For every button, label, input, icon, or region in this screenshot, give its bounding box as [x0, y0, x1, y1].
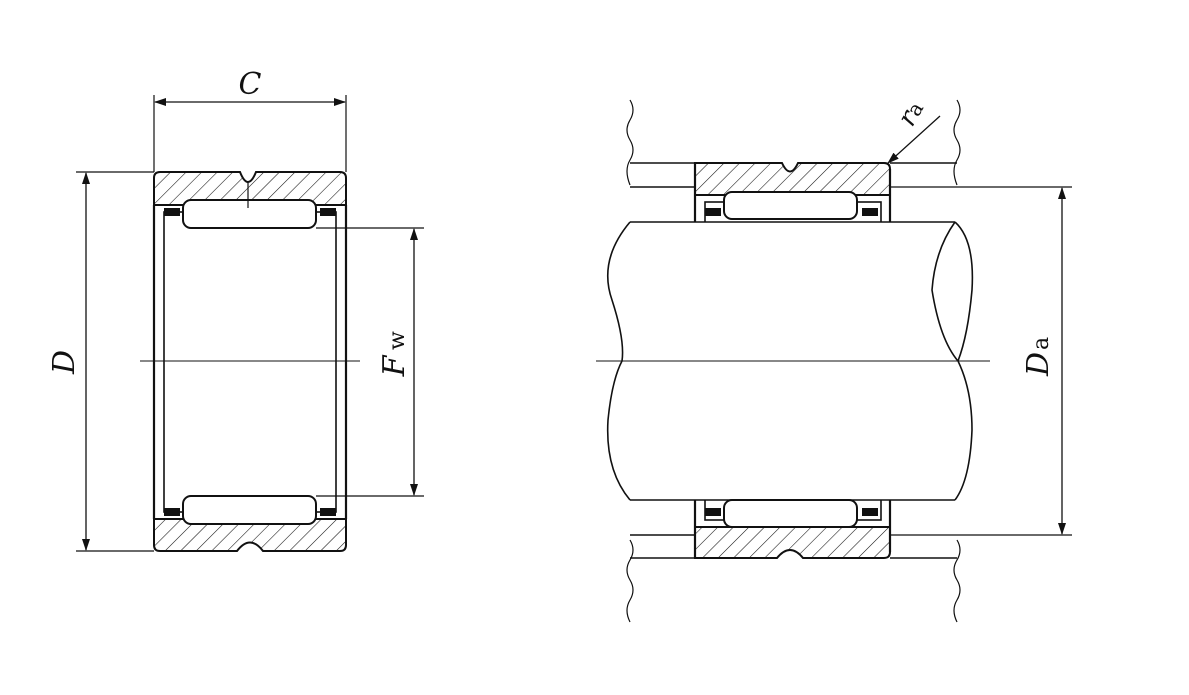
housing-break-right-bottom — [953, 539, 961, 623]
housing-break-left-bottom — [626, 539, 634, 623]
label-c: C — [239, 67, 262, 102]
bearing-section-view — [76, 95, 424, 552]
label-fw-sub: w — [385, 331, 410, 350]
housing-break-left-top — [626, 99, 634, 186]
housing-break-right-top — [953, 99, 961, 186]
mounted-ring-bottom — [694, 526, 891, 559]
label-fw-main: F — [377, 354, 412, 377]
label-fw: F w — [377, 331, 412, 377]
inner-bore-outline — [163, 211, 337, 513]
mounted-seal-bottom-left — [705, 508, 721, 516]
mounted-ring-top — [694, 162, 891, 196]
mounted-seal-bottom-right — [862, 508, 878, 516]
mounted-assembly-view — [596, 99, 1072, 623]
mounted-roller-top — [723, 191, 858, 220]
needle-roller-bottom — [182, 495, 317, 525]
seal-bottom-left — [164, 508, 180, 516]
label-d: D — [47, 350, 82, 375]
mounted-roller-bottom — [723, 499, 858, 528]
leader-ra — [887, 115, 941, 164]
mounted-seal-top-right — [862, 208, 878, 216]
seal-top-right — [320, 208, 336, 216]
shaft-right-end-outer — [954, 221, 974, 362]
needle-roller-top — [182, 199, 317, 229]
mounted-seal-top-left — [705, 208, 721, 216]
outer-ring-bottom — [153, 518, 347, 552]
seal-top-left — [164, 208, 180, 216]
outer-ring-top — [153, 171, 347, 206]
label-ra: r a — [892, 98, 928, 132]
label-da-main: D — [1021, 352, 1056, 377]
label-da: D a — [1021, 337, 1056, 377]
seal-bottom-right — [320, 508, 336, 516]
label-da-sub: a — [1029, 337, 1054, 350]
